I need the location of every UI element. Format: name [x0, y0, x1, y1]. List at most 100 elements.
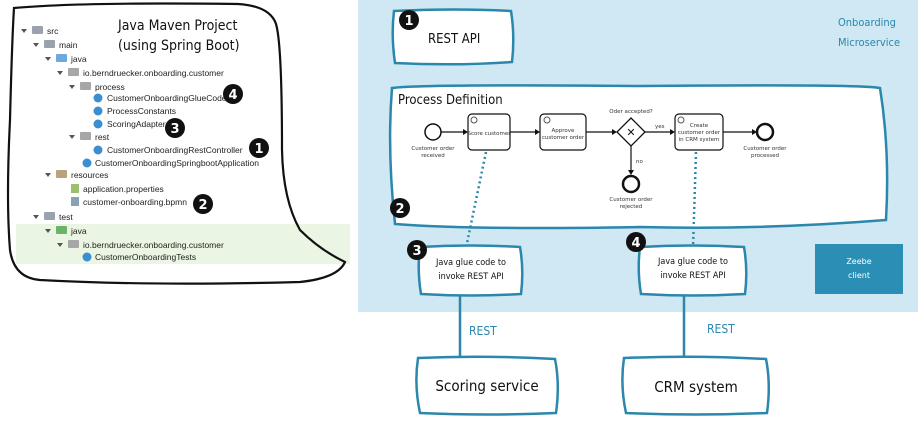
class-icon [93, 145, 103, 155]
tree-row-test-java[interactable]: java [45, 226, 87, 236]
tree-row-main[interactable]: main [33, 40, 78, 50]
task-approve-label-2: customer order [542, 135, 585, 141]
tree-row-rest[interactable]: rest [69, 132, 110, 142]
tree-row-springboot-app[interactable]: CustomerOnboardingSpringbootApplication [82, 158, 260, 168]
tree-row-src[interactable]: src [21, 26, 59, 36]
badge-1 [399, 10, 419, 30]
folder-icon [32, 26, 43, 34]
package-icon [80, 132, 91, 140]
svg-text:3: 3 [412, 244, 421, 259]
expand-arrow-icon[interactable] [69, 135, 75, 139]
start-event-label-1: Customer order [411, 146, 455, 152]
class-icon [82, 252, 92, 262]
glue-left-line2: invoke REST API [438, 272, 503, 282]
tree-label: resources [71, 170, 108, 180]
tree-label: rest [95, 132, 110, 142]
zeebe-label-1: Zeebe [846, 257, 871, 266]
tree-row-app-properties[interactable]: application.properties [71, 184, 164, 194]
source-folder-icon [56, 54, 67, 62]
microservice-label-line2: Microservice [838, 36, 900, 49]
test-folder-icon [56, 226, 67, 234]
svg-text:4: 4 [631, 236, 640, 251]
expand-arrow-icon[interactable] [57, 243, 63, 247]
glue-right-line1: Java glue code to [657, 257, 728, 267]
tree-row-tests-class[interactable]: CustomerOnboardingTests [82, 252, 197, 262]
gateway-no-label: no [636, 159, 643, 165]
svg-text:2: 2 [198, 198, 207, 213]
expand-arrow-icon[interactable] [21, 29, 27, 33]
zeebe-client-box: Zeebe client [815, 244, 903, 294]
badge-2: 2 [193, 194, 213, 214]
end-rejected-label-1: Customer order [609, 197, 653, 203]
crm-system-label: CRM system [654, 378, 738, 396]
tree-label: java [70, 54, 87, 64]
package-icon [80, 82, 91, 90]
tree-label: CustomerOnboardingSpringbootApplication [95, 158, 259, 168]
task-score-label: Score customer [467, 131, 511, 137]
project-tree-panel: Java Maven Project (using Spring Boot) s… [6, 2, 350, 285]
svg-text:3: 3 [170, 122, 179, 137]
resources-folder-icon [56, 170, 67, 178]
tree-label: test [59, 212, 73, 222]
glue-code-box-right: 4 Java glue code to invoke REST API [626, 232, 748, 297]
process-definition-title: Process Definition [398, 93, 503, 108]
expand-arrow-icon[interactable] [45, 57, 51, 61]
badge-3: 3 [165, 118, 185, 138]
tree-row-bpmn-file[interactable]: customer-onboarding.bpmn [71, 197, 187, 207]
badge-4: 4 [223, 84, 243, 104]
tree-outline [6, 2, 347, 285]
rest-api-label: REST API [428, 32, 480, 47]
microservice-label-line1: Onboarding [838, 16, 896, 29]
start-event [424, 123, 442, 141]
badge-4 [626, 232, 646, 252]
tree-row-resources[interactable]: resources [45, 170, 108, 180]
start-event-label-2: received [421, 153, 445, 159]
badge-3 [407, 240, 427, 260]
expand-arrow-icon[interactable] [57, 71, 63, 75]
expand-arrow-icon[interactable] [33, 215, 39, 219]
end-event-processed [755, 122, 775, 142]
package-icon [68, 68, 79, 76]
expand-arrow-icon[interactable] [45, 173, 51, 177]
tree-row-rest-controller[interactable]: CustomerOnboardingRestController [93, 145, 243, 155]
gateway-question: Oder accepted? [609, 109, 653, 115]
tree-row-package[interactable]: io.berndruecker.onboarding.customer [57, 68, 224, 78]
scoring-service-label: Scoring service [435, 377, 538, 395]
expand-arrow-icon[interactable] [33, 43, 39, 47]
properties-file-icon [71, 184, 79, 193]
folder-icon [44, 212, 55, 220]
tree-label: io.berndruecker.onboarding.customer [83, 68, 224, 78]
tree-label: io.berndruecker.onboarding.customer [83, 240, 224, 250]
tree-row-java[interactable]: java [45, 54, 87, 64]
tree-label: main [59, 40, 78, 50]
microservice-diagram: Onboarding Microservice 1 REST API Proce… [358, 0, 918, 416]
tree-label: CustomerOnboardingGlueCode [107, 93, 227, 103]
svg-text:2: 2 [395, 202, 404, 217]
scoring-service-box: Scoring service [415, 355, 559, 416]
tree-row-scoring-adapter[interactable]: ScoringAdapter [93, 119, 166, 129]
tree-label: CustomerOnboardingRestController [107, 145, 243, 155]
gear-icon [677, 116, 685, 124]
svg-text:1: 1 [254, 142, 263, 157]
class-icon [93, 119, 103, 129]
gear-icon [470, 116, 478, 124]
tree-row-test-package[interactable]: io.berndruecker.onboarding.customer [57, 240, 224, 250]
bpmn-diagram: Customer order received Score customer A… [411, 109, 787, 210]
expand-arrow-icon[interactable] [45, 229, 51, 233]
bpmn-file-icon [71, 197, 79, 206]
tree-label: CustomerOnboardingTests [95, 252, 196, 262]
tree-row-process[interactable]: process [69, 82, 125, 92]
tree-label: ScoringAdapter [107, 119, 166, 129]
task-create-label-2: customer order [678, 130, 721, 136]
expand-arrow-icon[interactable] [69, 85, 75, 89]
tree-label: customer-onboarding.bpmn [83, 197, 187, 207]
class-icon [93, 106, 103, 116]
tree-row-gluecode[interactable]: CustomerOnboardingGlueCode [93, 93, 227, 103]
end-event-rejected [621, 174, 641, 194]
process-definition-box: Process Definition 2 [388, 84, 889, 230]
end-processed-label-2: processed [751, 153, 779, 159]
tree-row-constants[interactable]: ProcessConstants [93, 106, 176, 116]
tree-row-test[interactable]: test [33, 212, 73, 222]
crm-system-box: CRM system [621, 355, 770, 416]
tree-label: ProcessConstants [107, 106, 176, 116]
